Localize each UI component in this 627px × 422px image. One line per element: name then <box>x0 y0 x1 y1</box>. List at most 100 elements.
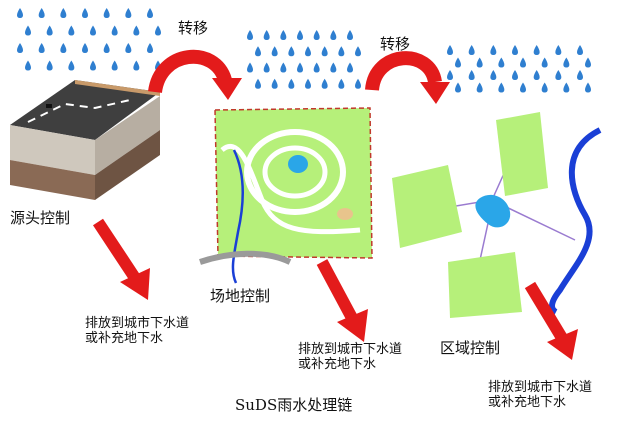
rain-drop <box>541 82 548 93</box>
rain-drops <box>17 8 591 93</box>
rain-drop <box>90 25 96 36</box>
rain-drop <box>585 82 591 93</box>
rain-drop <box>305 46 311 57</box>
rain-drop <box>447 45 453 55</box>
rain-drop <box>313 62 320 73</box>
rain-drop <box>321 78 328 89</box>
rain-drop <box>271 46 278 57</box>
rain-drop <box>541 57 548 68</box>
rain-drop <box>60 8 67 18</box>
discharge-label-2: 排放到城市下水道 或补充地下水 <box>298 342 402 373</box>
rain-drop <box>103 43 110 53</box>
rain-drop <box>17 8 23 18</box>
discharge-1-line1: 排放到城市下水道 <box>85 316 190 331</box>
transfer-arrows <box>148 49 450 104</box>
rain-drop <box>468 70 475 80</box>
rain-drop <box>330 30 337 40</box>
rain-drop <box>476 57 483 68</box>
rain-drop <box>103 8 110 18</box>
rain-drop <box>68 60 75 71</box>
discharge-3-line2: 或补充地下水 <box>488 394 567 410</box>
discharge-label-3: 排放到城市下水道 或补充地下水 <box>488 380 593 411</box>
discharge-arrows <box>92 218 578 360</box>
rain-drop <box>577 45 583 55</box>
site-control-label: 场地控制 <box>210 287 271 305</box>
discharge-3-line1: 排放到城市下水道 <box>488 380 593 395</box>
regional-plots <box>392 112 602 318</box>
rain-drop <box>476 82 483 93</box>
rain-drop <box>520 82 526 93</box>
rain-drop <box>125 43 132 53</box>
rain-drop <box>38 43 45 53</box>
rain-drop <box>155 25 161 36</box>
rain-drop <box>280 30 287 40</box>
rain-drop <box>46 25 53 36</box>
road-block <box>10 80 160 200</box>
transfer-label-left: 转移 <box>178 19 209 37</box>
rain-drop <box>330 62 337 73</box>
discharge-2-line2: 或补充地下水 <box>298 356 377 372</box>
rain-drop <box>82 8 88 18</box>
rain-drop <box>68 25 75 36</box>
rain-drop <box>347 30 353 40</box>
rain-drop <box>577 70 583 80</box>
rain-drop <box>305 78 311 89</box>
rain-drop <box>533 45 540 55</box>
rain-drop <box>355 46 361 57</box>
rain-drop <box>288 46 295 57</box>
rain-drop <box>25 25 31 36</box>
rain-drop <box>555 45 562 55</box>
rain-drop <box>263 30 270 40</box>
rain-drop <box>313 30 320 40</box>
rain-drop <box>125 8 132 18</box>
source-control-label: 源头控制 <box>10 209 71 227</box>
regional-control-label: 区域控制 <box>440 339 501 357</box>
rain-drop <box>498 82 505 93</box>
diagram-caption: SuDS雨水处理链 <box>235 396 353 414</box>
rain-drop <box>512 45 518 55</box>
rain-drop <box>17 43 23 53</box>
rain-drop <box>25 60 31 71</box>
rain-drop <box>46 60 53 71</box>
transfer-label-right: 转移 <box>380 35 411 53</box>
rain-drop <box>555 70 562 80</box>
rain-drop <box>563 57 570 68</box>
rain-drop <box>111 25 118 36</box>
rain-drop <box>60 43 67 53</box>
rain-drop <box>533 70 540 80</box>
rain-drop <box>133 60 140 71</box>
rain-drop <box>455 82 461 93</box>
rain-drop <box>247 30 253 40</box>
rain-drop <box>147 8 153 18</box>
rain-drop <box>111 60 118 71</box>
rain-drop <box>490 45 497 55</box>
rain-drop <box>520 57 526 68</box>
rain-drop <box>498 57 505 68</box>
rain-drop <box>468 45 475 55</box>
rain-drop <box>288 78 295 89</box>
rain-drop <box>297 30 303 40</box>
rain-drop <box>338 78 345 89</box>
rain-drop <box>490 70 497 80</box>
rain-drop <box>38 8 45 18</box>
rain-drop <box>133 25 140 36</box>
rain-drop <box>255 78 261 89</box>
rain-drop <box>338 46 345 57</box>
rain-drop <box>280 62 287 73</box>
rain-drop <box>347 62 353 73</box>
rain-drop <box>355 78 361 89</box>
rain-drop <box>563 82 570 93</box>
rain-drop <box>263 62 270 73</box>
rain-drop <box>147 43 153 53</box>
rain-drop <box>297 62 303 73</box>
discharge-label-1: 排放到城市下水道 或补充地下水 <box>85 316 190 347</box>
rain-drop <box>321 46 328 57</box>
rain-drop <box>247 62 253 73</box>
rain-drop <box>455 57 461 68</box>
rain-drop <box>271 78 278 89</box>
site-plot <box>199 107 373 284</box>
discharge-1-line2: 或补充地下水 <box>85 330 164 346</box>
rain-drop <box>585 57 591 68</box>
